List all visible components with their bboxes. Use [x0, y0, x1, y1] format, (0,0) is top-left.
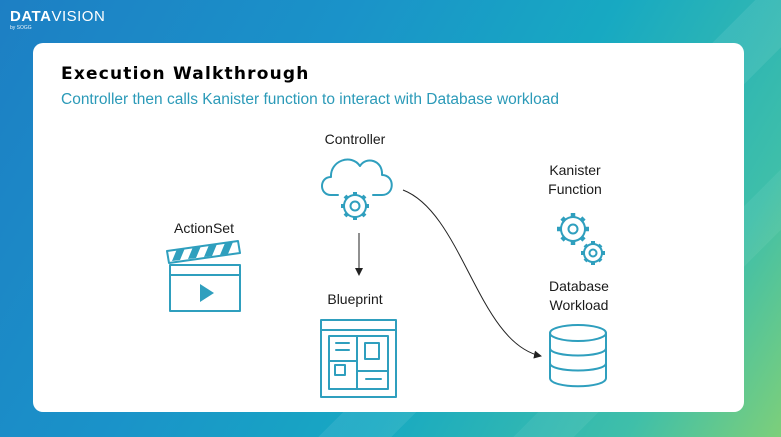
database-label-line2: Workload: [550, 297, 609, 313]
cloud-gear-icon: [321, 158, 393, 220]
logo-light-text: VISION: [51, 8, 106, 25]
database-label-line1: Database: [549, 278, 609, 294]
logo-tagline: by SOGG: [10, 25, 32, 31]
controller-label: Controller: [325, 131, 386, 147]
logo-bold-text: DATA: [10, 8, 52, 25]
kanister-label-line2: Function: [548, 181, 602, 197]
walkthrough-diagram: Controller ActionSet: [166, 131, 609, 398]
actionset-label: ActionSet: [174, 220, 234, 236]
kanister-label-line1: Kanister: [549, 162, 601, 178]
clapperboard-icon: [166, 240, 241, 312]
datavision-logo: DATAVISION by SOGG: [10, 9, 105, 31]
slide-card: Execution Walkthrough Controller then ca…: [33, 43, 744, 412]
slide-title: Execution Walkthrough: [61, 64, 310, 84]
database-icon: [549, 324, 607, 388]
slide-subtitle: Controller then calls Kanister function …: [61, 91, 559, 108]
blueprint-icon: [320, 319, 397, 398]
controller-to-database-arrow: [402, 189, 542, 359]
gears-icon: [557, 213, 605, 265]
blueprint-label: Blueprint: [327, 291, 382, 307]
